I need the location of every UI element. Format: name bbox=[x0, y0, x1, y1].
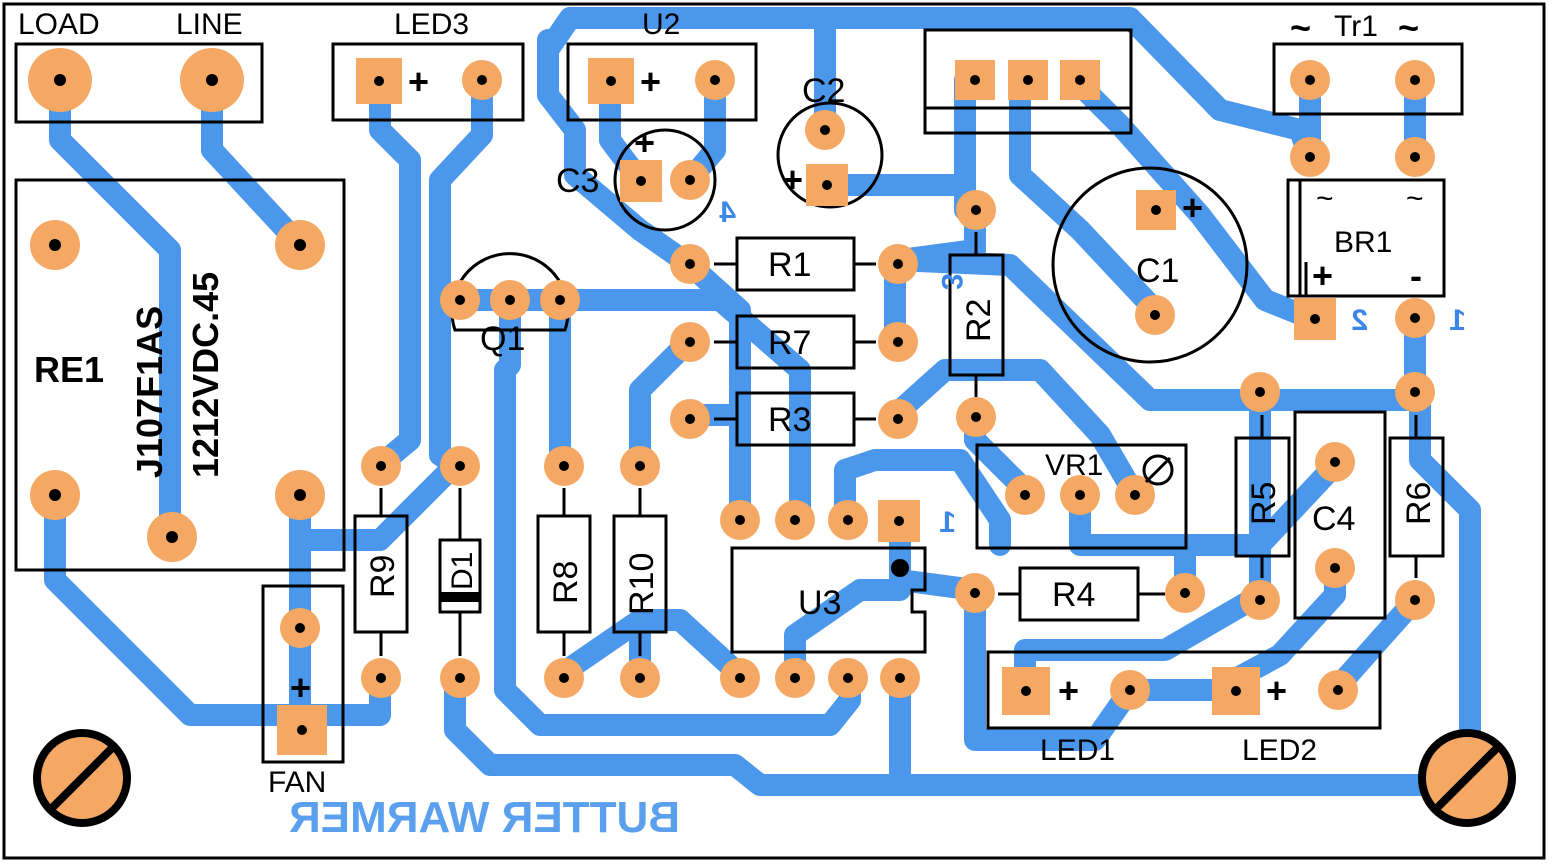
pin-number-2: 2 bbox=[1351, 304, 1368, 337]
vr1-outline bbox=[975, 443, 1188, 550]
relay-ref-label: RE1 bbox=[34, 349, 104, 390]
mounting-hole-right bbox=[1418, 729, 1516, 827]
pad-holes bbox=[49, 74, 1420, 735]
q1-label: Q1 bbox=[480, 320, 525, 358]
relay-outline bbox=[14, 178, 346, 572]
u3-label: U3 bbox=[798, 584, 841, 622]
r2-label: R2 bbox=[960, 299, 998, 342]
c1-outline bbox=[1051, 166, 1249, 364]
c4-outline bbox=[1293, 410, 1387, 620]
u2-label: U2 bbox=[642, 8, 680, 41]
r7-label: R7 bbox=[768, 324, 811, 362]
vr1-adjust-symbol bbox=[1142, 454, 1174, 486]
c3-plus: + bbox=[634, 122, 655, 163]
fan-label: FAN bbox=[268, 766, 326, 799]
br1-tilde-right: ~ bbox=[1406, 182, 1424, 215]
u3-pin1-dot bbox=[891, 559, 909, 577]
led1-label: LED1 bbox=[1040, 734, 1115, 767]
led2-plus: + bbox=[1266, 670, 1287, 711]
tr1-connector-outline bbox=[1272, 42, 1464, 116]
br1-tilde-left: ~ bbox=[1316, 182, 1334, 215]
c3-outline bbox=[613, 128, 717, 232]
pin-number-3: 3 bbox=[935, 273, 968, 290]
pin-number-1-br1: 1 bbox=[1449, 304, 1466, 337]
br1-plus: + bbox=[1312, 255, 1333, 296]
c2-label: C2 bbox=[802, 72, 845, 110]
led3-label: LED3 bbox=[394, 8, 469, 41]
r6-label: R6 bbox=[1400, 482, 1438, 525]
tr1-tilde-left: ~ bbox=[1290, 7, 1311, 48]
r3-label: R3 bbox=[768, 401, 811, 439]
r10-label: R10 bbox=[623, 553, 661, 615]
line-label: LINE bbox=[176, 8, 243, 41]
c3-label: C3 bbox=[556, 162, 599, 200]
u2-plus: + bbox=[640, 61, 661, 102]
component-outlines bbox=[14, 28, 1464, 764]
u2-connector-outline bbox=[566, 42, 758, 122]
r5-label: R5 bbox=[1245, 482, 1283, 525]
board-title-mirrored: BUTTER WARMER bbox=[289, 793, 680, 842]
relay-part-label-1: J107F1AS bbox=[129, 306, 170, 478]
pin-number-1-u3: 1 bbox=[939, 506, 956, 539]
c4-label: C4 bbox=[1312, 500, 1355, 538]
d1-cathode-band bbox=[440, 592, 480, 602]
pin-number-4: 4 bbox=[719, 196, 736, 229]
vr1-label: VR1 bbox=[1045, 449, 1103, 482]
mounting-hole-left bbox=[33, 729, 131, 827]
r1-label: R1 bbox=[768, 246, 811, 284]
br1-label: BR1 bbox=[1334, 226, 1392, 259]
br1-minus: - bbox=[1410, 255, 1422, 296]
labels: LOAD LINE LED3 U2 ~ Tr1 ~ C2 C3 C1 BR1 Q… bbox=[18, 7, 1466, 842]
load-label: LOAD bbox=[18, 8, 100, 41]
u1-outline bbox=[923, 28, 1133, 135]
r4-label: R4 bbox=[1052, 576, 1095, 614]
c1-plus: + bbox=[1182, 187, 1203, 228]
led2-label: LED2 bbox=[1242, 734, 1317, 767]
fan-connector-outline bbox=[261, 584, 345, 764]
led3-connector-outline bbox=[331, 42, 525, 122]
led3-plus: + bbox=[408, 61, 429, 102]
br1-outline bbox=[1286, 178, 1446, 298]
r9-label: R9 bbox=[364, 555, 402, 598]
load-line-connector-outline bbox=[14, 42, 264, 124]
relay-part-label-2: 1212VDC.45 bbox=[185, 272, 226, 478]
c2-plus: + bbox=[782, 159, 803, 200]
led1-plus: + bbox=[1058, 670, 1079, 711]
c1-label: C1 bbox=[1136, 252, 1179, 290]
fan-plus: + bbox=[290, 667, 311, 708]
r8-label: R8 bbox=[547, 561, 585, 604]
tr1-label: Tr1 bbox=[1334, 10, 1378, 43]
c2-outline bbox=[776, 101, 884, 209]
u3-outline bbox=[730, 546, 927, 654]
tr1-tilde-right: ~ bbox=[1398, 7, 1419, 48]
d1-label: D1 bbox=[446, 552, 479, 590]
led-connector-outline bbox=[986, 650, 1382, 730]
